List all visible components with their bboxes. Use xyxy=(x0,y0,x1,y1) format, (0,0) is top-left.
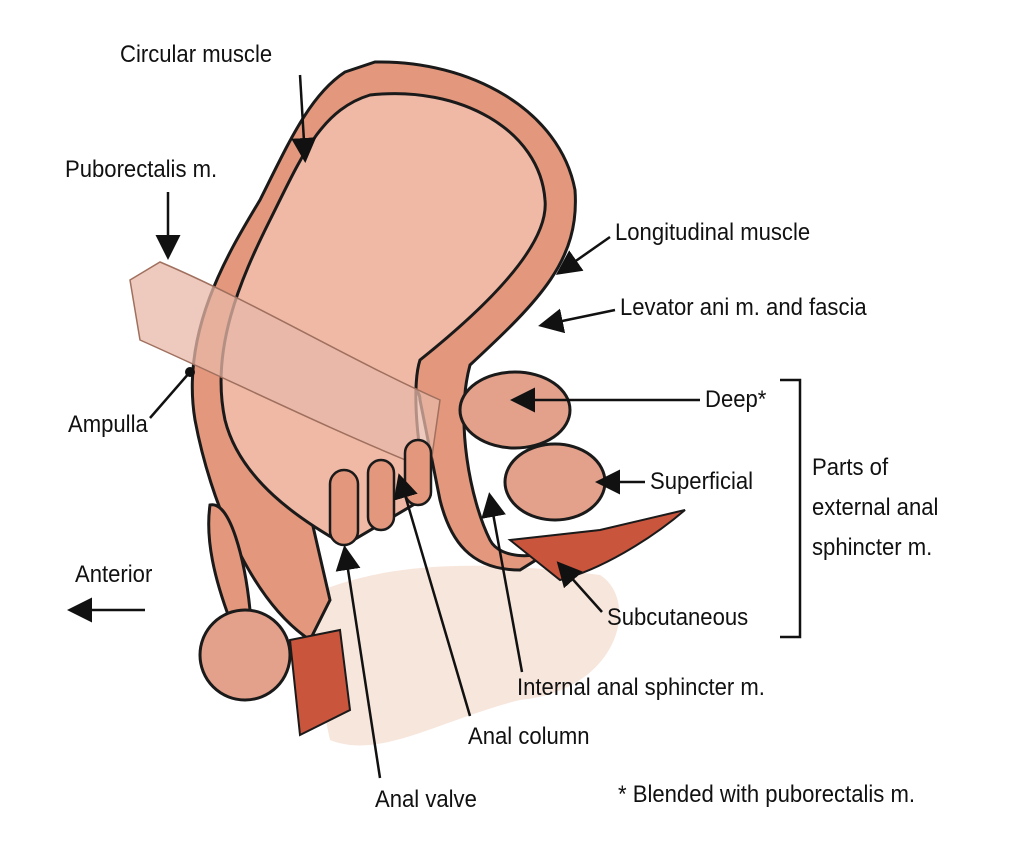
anterior-subcutaneous-sphincter xyxy=(198,608,292,702)
label-parts-line2: external anal xyxy=(812,494,939,521)
label-longitudinal-muscle: Longitudinal muscle xyxy=(615,219,811,246)
label-ampulla: Ampulla xyxy=(68,411,148,438)
superficial-external-sphincter xyxy=(503,442,607,522)
footnote: * Blended with puborectalis m. xyxy=(618,781,916,808)
label-subcutaneous: Subcutaneous xyxy=(607,604,749,631)
label-parts-line3: sphincter m. xyxy=(812,534,933,561)
puborectalis-band xyxy=(129,261,441,472)
label-deep: Deep* xyxy=(705,386,767,413)
label-internal-sphincter: Internal anal sphincter m. xyxy=(517,674,765,701)
label-anal-valve: Anal valve xyxy=(375,786,477,813)
label-puborectalis: Puborectalis m. xyxy=(65,156,218,183)
label-anal-column: Anal column xyxy=(468,723,590,750)
anterior-subcutaneous-fibers xyxy=(288,628,352,737)
perianal-skin xyxy=(300,565,620,746)
leader-lines xyxy=(67,74,700,779)
label-superficial: Superficial xyxy=(650,468,754,495)
bracket xyxy=(780,378,802,639)
ampulla-dot xyxy=(185,367,195,377)
label-circular-muscle: Circular muscle xyxy=(120,41,273,68)
label-levator-ani: Levator ani m. and fascia xyxy=(620,294,867,321)
label-anterior: Anterior xyxy=(75,561,153,588)
label-parts-line1: Parts of xyxy=(812,454,889,481)
deep-external-sphincter xyxy=(458,370,572,450)
